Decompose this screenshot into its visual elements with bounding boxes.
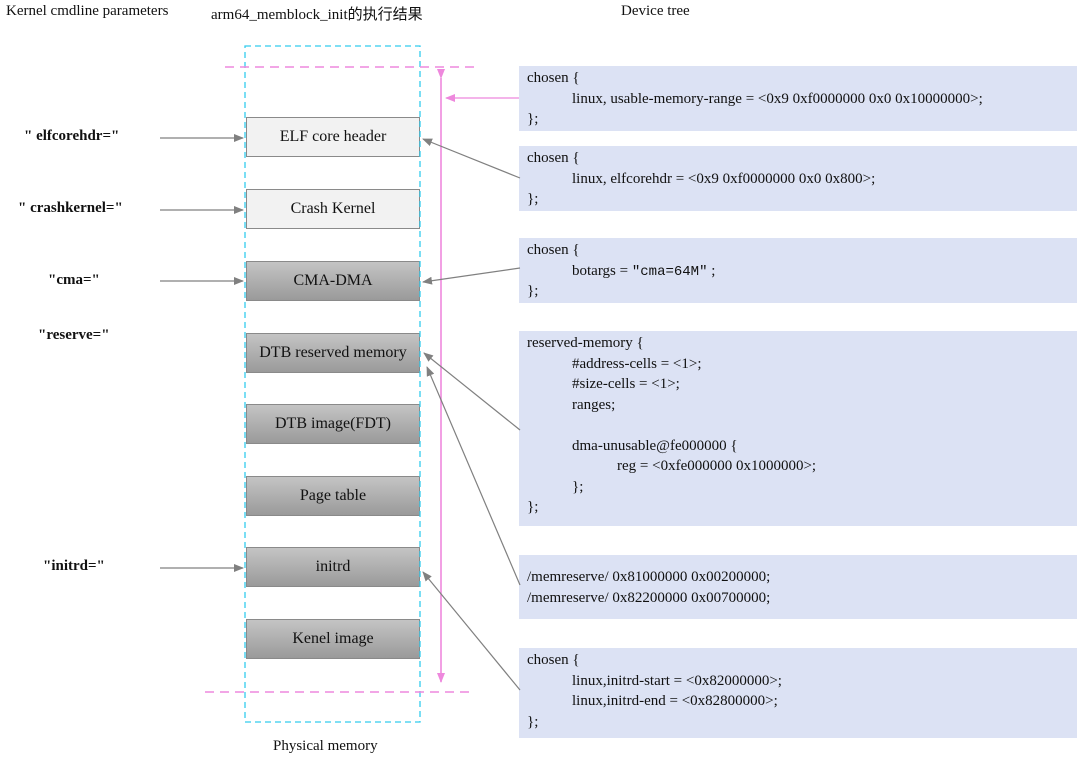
dt-line: /memreserve/ 0x81000000 0x00200000; <box>527 569 771 585</box>
dt-usable-memory-range: chosen { linux, usable-memory-range = <0… <box>519 66 1077 131</box>
arrow-dt-elfcorehdr <box>422 138 521 179</box>
dt-line: chosen { <box>527 150 580 166</box>
dt-line: chosen { <box>527 70 580 86</box>
block-label: Page table <box>299 487 367 504</box>
dt-line: #address-cells = <1>; <box>527 355 702 372</box>
dt-line: }; <box>527 283 539 299</box>
dt-line: reserved-memory { <box>527 335 644 351</box>
dt-line: linux,initrd-end = <0x82800000>; <box>527 693 778 709</box>
physical-memory-border <box>244 45 421 723</box>
header-devicetree: Device tree <box>621 3 690 19</box>
dt-line: botargs = "cma=64M" ; <box>527 261 1069 282</box>
dt-line: /memreserve/ 0x82200000 0x00700000; <box>527 589 771 606</box>
dt-line: chosen { <box>527 652 580 668</box>
block-label: ELF core header <box>279 128 387 145</box>
block-label: initrd <box>315 558 351 575</box>
param-cma: "cma=" <box>48 272 100 288</box>
dt-line: dma-unusable@fe000000 { <box>527 437 738 454</box>
arrow-dt-initrd <box>422 571 521 691</box>
dt-line: }; <box>527 713 539 730</box>
block-label: Kenel image <box>292 630 374 647</box>
dt-line: chosen { <box>527 242 580 258</box>
dt-bootargs-prefix: botargs = <box>527 262 632 279</box>
header-memblock: arm64_memblock_init的执行结果 <box>211 7 423 23</box>
dt-bootargs-suffix: ; <box>707 262 716 279</box>
dt-line: #size-cells = <1>; <box>527 376 680 392</box>
dt-line: linux, elfcorehdr = <0x9 0xf0000000 0x0 … <box>527 170 876 187</box>
block-label: Crash Kernel <box>290 200 376 217</box>
dt-line: }; <box>527 499 539 515</box>
dt-initrd: chosen { linux,initrd-start = <0x8200000… <box>519 648 1077 738</box>
dt-line: linux, usable-memory-range = <0x9 0xf000… <box>527 90 983 107</box>
dt-memreserve: /memreserve/ 0x81000000 0x00200000; /mem… <box>519 555 1077 619</box>
dt-elfcorehdr: chosen { linux, elfcorehdr = <0x9 0xf000… <box>519 146 1077 211</box>
dt-line: }; <box>527 111 539 127</box>
arrow-dt-memreserve <box>426 366 521 586</box>
physical-memory-label: Physical memory <box>273 738 378 754</box>
dt-line: reg = <0xfe000000 0x1000000>; <box>527 458 817 474</box>
dt-line: }; <box>527 191 539 207</box>
block-dtb-image: DTB image(FDT) <box>246 404 420 444</box>
dt-line: }; <box>527 478 584 495</box>
dt-reserved-memory: reserved-memory { #address-cells = <1>; … <box>519 331 1077 526</box>
block-initrd: initrd <box>246 547 420 587</box>
dt-line: linux,initrd-start = <0x82000000>; <box>527 672 782 689</box>
block-label: CMA-DMA <box>293 272 373 289</box>
block-crash-kernel: Crash Kernel <box>246 189 420 229</box>
dt-bootargs: chosen { botargs = "cma=64M" ; }; <box>519 238 1077 303</box>
arrow-dt-cma <box>422 267 521 285</box>
param-crashkernel: " crashkernel=" <box>18 200 123 216</box>
param-reserve: "reserve=" <box>38 327 110 343</box>
arrow-dt-reserved-memory <box>423 352 521 431</box>
block-dtb-reserved-memory: DTB reserved memory <box>246 333 420 373</box>
block-label: DTB image(FDT) <box>275 415 391 432</box>
dt-line: ranges; <box>527 396 616 413</box>
block-elf-core-header: ELF core header <box>246 117 420 157</box>
block-kernel-image: Kenel image <box>246 619 420 659</box>
param-elfcorehdr: " elfcorehdr=" <box>24 128 120 144</box>
param-initrd: "initrd=" <box>43 558 105 574</box>
block-cma-dma: CMA-DMA <box>246 261 420 301</box>
dt-bootargs-value: "cma=64M" <box>631 263 708 280</box>
header-cmdline: Kernel cmdline parameters <box>6 3 169 19</box>
block-label: DTB reserved memory <box>259 344 407 361</box>
